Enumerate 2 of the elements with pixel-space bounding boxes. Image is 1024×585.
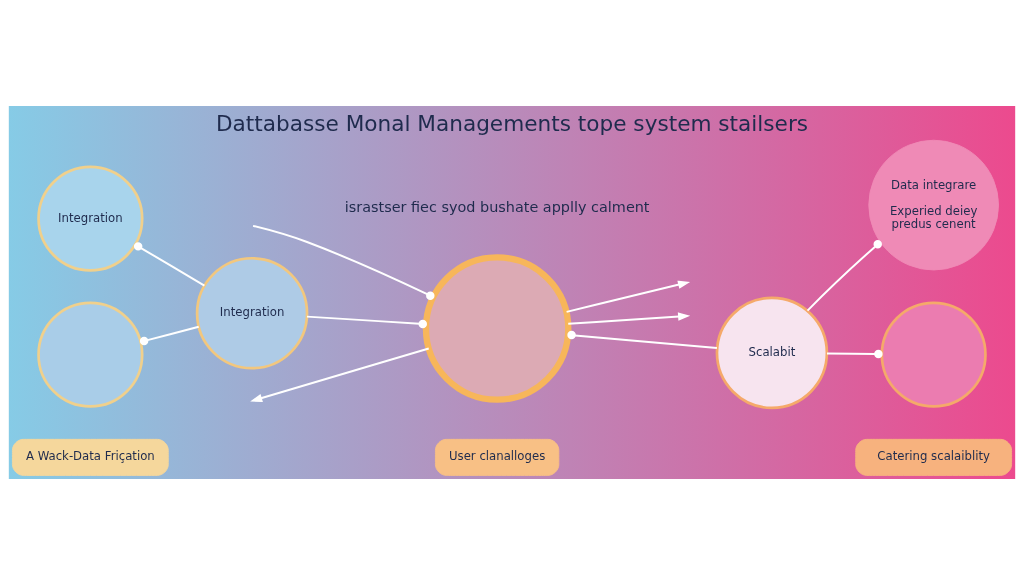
label: israstser fiec syod bushate applly calment <box>344 199 650 216</box>
diagram-title: Dattabasse Monal Managements tope system stailsers <box>215 110 809 136</box>
